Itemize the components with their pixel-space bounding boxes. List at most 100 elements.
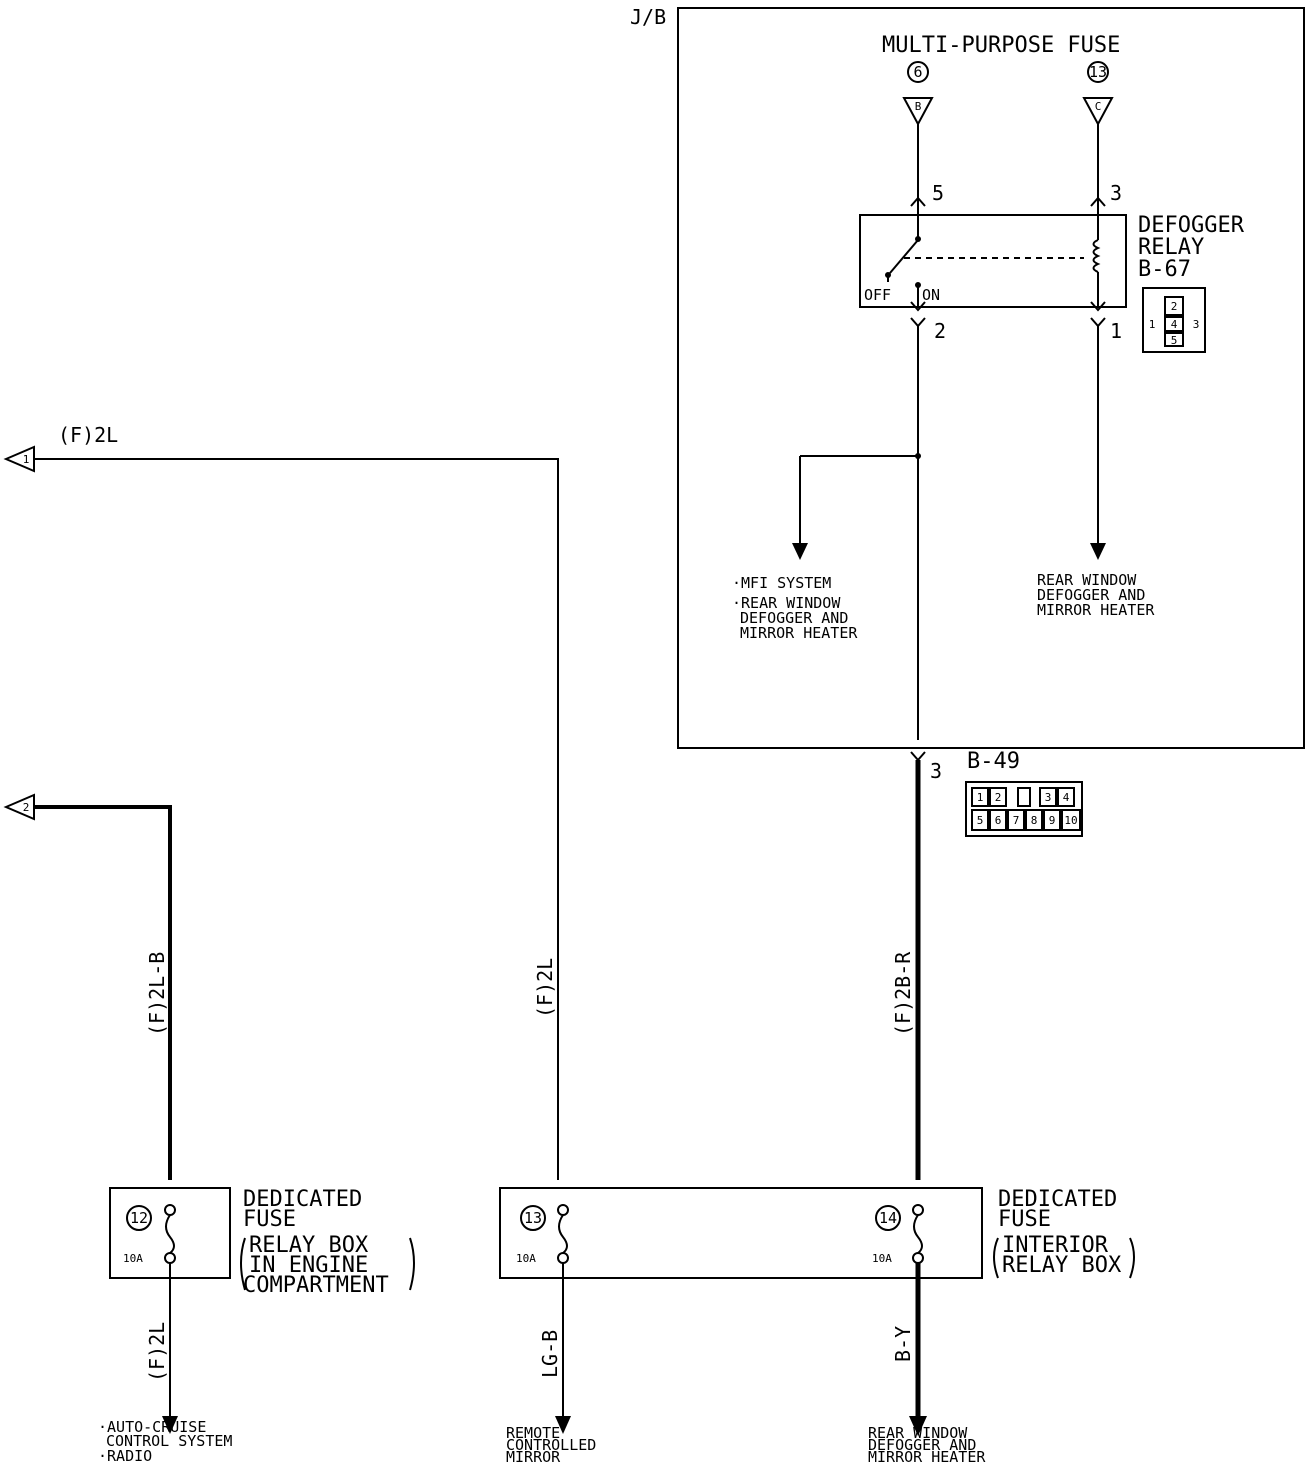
fuse-14: 14 10A bbox=[872, 1204, 924, 1265]
b49-connector-diagram: 1 2 3 4 5 6 7 8 9 10 bbox=[965, 781, 1083, 837]
relay-connector-diagram: 2 1 4 3 5 bbox=[1142, 287, 1206, 353]
wire-label-right-lower: B-Y bbox=[891, 1326, 915, 1362]
junction-block-label: J/B bbox=[630, 5, 666, 29]
svg-text:C: C bbox=[1095, 100, 1102, 113]
svg-text:MIRROR: MIRROR bbox=[506, 1448, 561, 1464]
relay-name-line1: DEFOGGER bbox=[1138, 213, 1245, 238]
svg-text:MIRROR HEATER: MIRROR HEATER bbox=[740, 624, 858, 642]
svg-text:1: 1 bbox=[1149, 318, 1156, 331]
wire-label-left-lower: (F)2L bbox=[145, 1322, 169, 1382]
fuse-14-label: DEDICATED FUSE INTERIOR RELAY BOX bbox=[993, 1187, 1135, 1279]
arrow-middle-destination bbox=[555, 1416, 571, 1434]
relay-off-label: OFF bbox=[864, 286, 891, 304]
svg-text:REAR WINDOW: REAR WINDOW bbox=[868, 1424, 968, 1442]
svg-text:10A: 10A bbox=[123, 1252, 143, 1265]
jb-destination-left: ·MFI SYSTEM ·REAR WINDOW DEFOGGER AND MI… bbox=[732, 574, 858, 642]
svg-text:IN ENGINE: IN ENGINE bbox=[249, 1253, 368, 1278]
arrow-mfi bbox=[792, 543, 808, 560]
relay-code: B-67 bbox=[1138, 257, 1191, 282]
wire-label-middle-upper: (F)2L bbox=[533, 958, 557, 1018]
svg-text:DEFOGGER AND: DEFOGGER AND bbox=[740, 609, 848, 627]
fuse-6-marker: 6 bbox=[907, 61, 929, 83]
svg-text:1: 1 bbox=[23, 453, 30, 466]
svg-text:10A: 10A bbox=[516, 1252, 536, 1265]
svg-text:1: 1 bbox=[977, 791, 984, 804]
svg-text:DEFOGGER AND: DEFOGGER AND bbox=[868, 1436, 976, 1454]
wire-label-middle-lower: LG-B bbox=[538, 1330, 562, 1378]
svg-text:B: B bbox=[915, 100, 922, 113]
pin-2-label: 2 bbox=[934, 319, 946, 343]
wire-label-right-upper: (F)2B-R bbox=[891, 951, 915, 1036]
svg-text:INTERIOR: INTERIOR bbox=[1002, 1233, 1109, 1258]
b49-pin-label: 3 bbox=[930, 759, 942, 783]
svg-text:10A: 10A bbox=[872, 1252, 892, 1265]
svg-text:REMOTE: REMOTE bbox=[506, 1424, 560, 1442]
svg-text:REAR WINDOW: REAR WINDOW bbox=[1037, 571, 1137, 589]
wire-label-top: (F)2L bbox=[58, 423, 118, 447]
svg-text:MIRROR HEATER: MIRROR HEATER bbox=[1037, 601, 1155, 619]
svg-text:6: 6 bbox=[913, 63, 922, 81]
svg-text:13: 13 bbox=[524, 1209, 542, 1227]
connector-b-triangle: B bbox=[902, 97, 934, 127]
svg-text:CONTROL SYSTEM: CONTROL SYSTEM bbox=[106, 1432, 232, 1450]
wire-ref1-to-fuse13 bbox=[34, 458, 559, 1180]
fuse-13-marker: 13 bbox=[1087, 61, 1109, 83]
svg-text:DEDICATED: DEDICATED bbox=[998, 1187, 1117, 1212]
destination-left: ·AUTO-CRUISE CONTROL SYSTEM bbox=[98, 1418, 232, 1450]
svg-text:RELAY BOX: RELAY BOX bbox=[249, 1233, 369, 1258]
destination-left-radio: ·RADIO bbox=[98, 1447, 152, 1464]
svg-text:FUSE: FUSE bbox=[243, 1207, 296, 1232]
offpage-ref-1: 1 bbox=[3, 445, 35, 473]
fuse-12: 12 10A bbox=[123, 1204, 176, 1265]
destination-right: REAR WINDOW DEFOGGER AND MIRROR HEATER bbox=[868, 1424, 986, 1464]
junction-block-box bbox=[677, 7, 1305, 749]
svg-text:7: 7 bbox=[1013, 814, 1020, 827]
svg-text:6: 6 bbox=[995, 814, 1002, 827]
connector-c-triangle: C bbox=[1082, 97, 1114, 127]
multi-purpose-fuse-label: MULTI-PURPOSE FUSE bbox=[882, 33, 1120, 58]
arrow-left-destination bbox=[162, 1416, 178, 1434]
svg-text:COMPARTMENT: COMPARTMENT bbox=[243, 1273, 389, 1298]
pin-5-label: 5 bbox=[932, 181, 944, 205]
arrow-rear-window bbox=[1090, 543, 1106, 560]
relay-on-label: ON bbox=[922, 286, 940, 304]
svg-text:12: 12 bbox=[130, 1209, 148, 1227]
svg-text:14: 14 bbox=[879, 1209, 897, 1227]
fuse-12-label: DEDICATED FUSE RELAY BOX IN ENGINE COMPA… bbox=[240, 1187, 415, 1298]
svg-text:·AUTO-CRUISE: ·AUTO-CRUISE bbox=[98, 1418, 206, 1436]
svg-text:3: 3 bbox=[1045, 791, 1052, 804]
pin-3-label: 3 bbox=[1110, 181, 1122, 205]
offpage-ref-2: 2 bbox=[3, 793, 35, 821]
arrow-right-destination bbox=[909, 1416, 927, 1436]
svg-text:DEFOGGER AND: DEFOGGER AND bbox=[1037, 586, 1145, 604]
svg-text:5: 5 bbox=[1171, 334, 1178, 347]
fuse-13: 13 10A bbox=[516, 1204, 569, 1265]
wire-label-left-upper: (F)2L-B bbox=[145, 952, 169, 1036]
svg-text:4: 4 bbox=[1171, 318, 1178, 331]
svg-text:FUSE: FUSE bbox=[998, 1207, 1051, 1232]
relay-name-line2: RELAY bbox=[1138, 235, 1204, 260]
svg-text:2: 2 bbox=[1171, 300, 1178, 313]
svg-text:9: 9 bbox=[1049, 814, 1056, 827]
svg-text:4: 4 bbox=[1063, 791, 1070, 804]
svg-text:2: 2 bbox=[23, 801, 30, 814]
svg-text:2: 2 bbox=[995, 791, 1002, 804]
svg-text:·MFI SYSTEM: ·MFI SYSTEM bbox=[732, 574, 831, 592]
pin-1-label: 1 bbox=[1110, 319, 1122, 343]
svg-text:3: 3 bbox=[1193, 318, 1200, 331]
svg-text:RELAY BOX: RELAY BOX bbox=[1002, 1253, 1122, 1278]
svg-text:8: 8 bbox=[1031, 814, 1038, 827]
svg-text:CONTROLLED: CONTROLLED bbox=[506, 1436, 596, 1454]
interior-relay-box bbox=[499, 1187, 983, 1279]
svg-text:10: 10 bbox=[1064, 814, 1077, 827]
destination-middle: REMOTE CONTROLLED MIRROR bbox=[506, 1424, 596, 1464]
wire-ref2-to-fuse12 bbox=[34, 805, 172, 1180]
svg-text:5: 5 bbox=[977, 814, 984, 827]
svg-text:13: 13 bbox=[1089, 63, 1107, 81]
svg-text:DEDICATED: DEDICATED bbox=[243, 1187, 362, 1212]
svg-text:MIRROR HEATER: MIRROR HEATER bbox=[868, 1448, 986, 1464]
jb-destination-right: REAR WINDOW DEFOGGER AND MIRROR HEATER bbox=[1037, 571, 1155, 619]
defogger-relay-box bbox=[859, 214, 1127, 308]
svg-text:·REAR WINDOW: ·REAR WINDOW bbox=[732, 594, 841, 612]
